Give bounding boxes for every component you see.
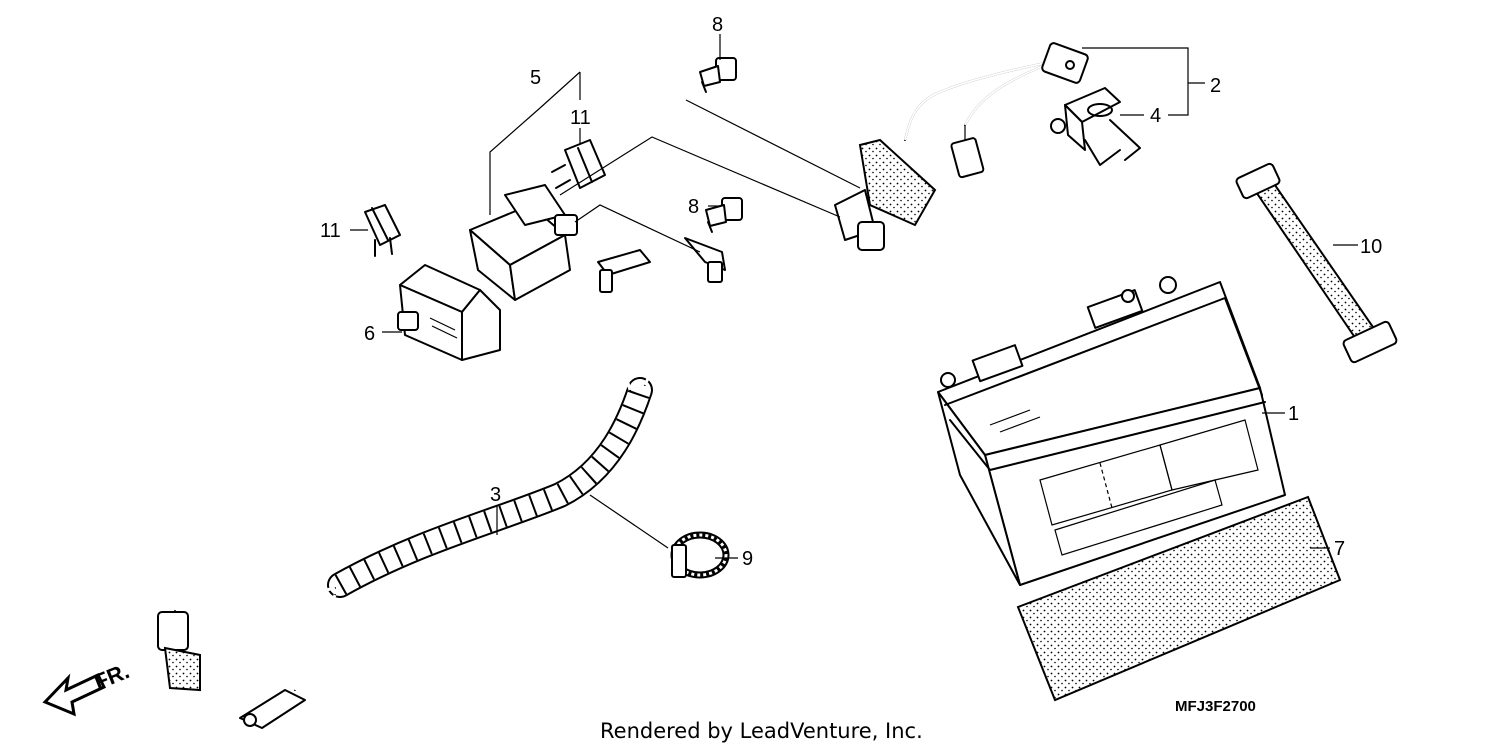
callout-8-lower: 8	[688, 196, 699, 218]
callout-6: 6	[364, 323, 375, 345]
leader-lines	[350, 34, 1358, 559]
battery-mat-part	[1016, 495, 1342, 702]
battery-part	[937, 276, 1286, 586]
callout-8-upper: 8	[712, 14, 723, 36]
battery-band-part	[1235, 162, 1398, 364]
cable-band-part	[670, 531, 730, 579]
front-direction-label: FR.	[91, 658, 133, 694]
fuse-lower-part	[364, 204, 401, 257]
callout-2: 2	[1210, 75, 1221, 97]
callout-7: 7	[1334, 538, 1345, 560]
diagram-code: MFJ3F2700	[1175, 698, 1256, 715]
relay-cover-part	[397, 264, 501, 361]
callout-11-lower: 11	[320, 220, 341, 242]
front-direction-indicator: FR.	[42, 658, 133, 717]
callout-9: 9	[742, 548, 753, 570]
callout-3: 3	[490, 484, 501, 506]
callout-1: 1	[1288, 403, 1299, 425]
sensor-part	[1050, 87, 1141, 166]
callout-4: 4	[1150, 105, 1161, 127]
bolt-upper-part	[699, 57, 737, 93]
starter-relay-part	[469, 184, 578, 301]
fuse-upper-part	[551, 139, 606, 189]
sensor-cable-part	[834, 42, 1089, 251]
credit-line: Rendered by LeadVenture, Inc.	[600, 719, 923, 743]
callout-5: 5	[530, 67, 541, 89]
bolt-lower-part	[705, 197, 743, 233]
battery-cable-harness-part	[157, 237, 726, 729]
callout-10: 10	[1360, 236, 1382, 258]
callout-11-upper: 11	[570, 107, 591, 129]
